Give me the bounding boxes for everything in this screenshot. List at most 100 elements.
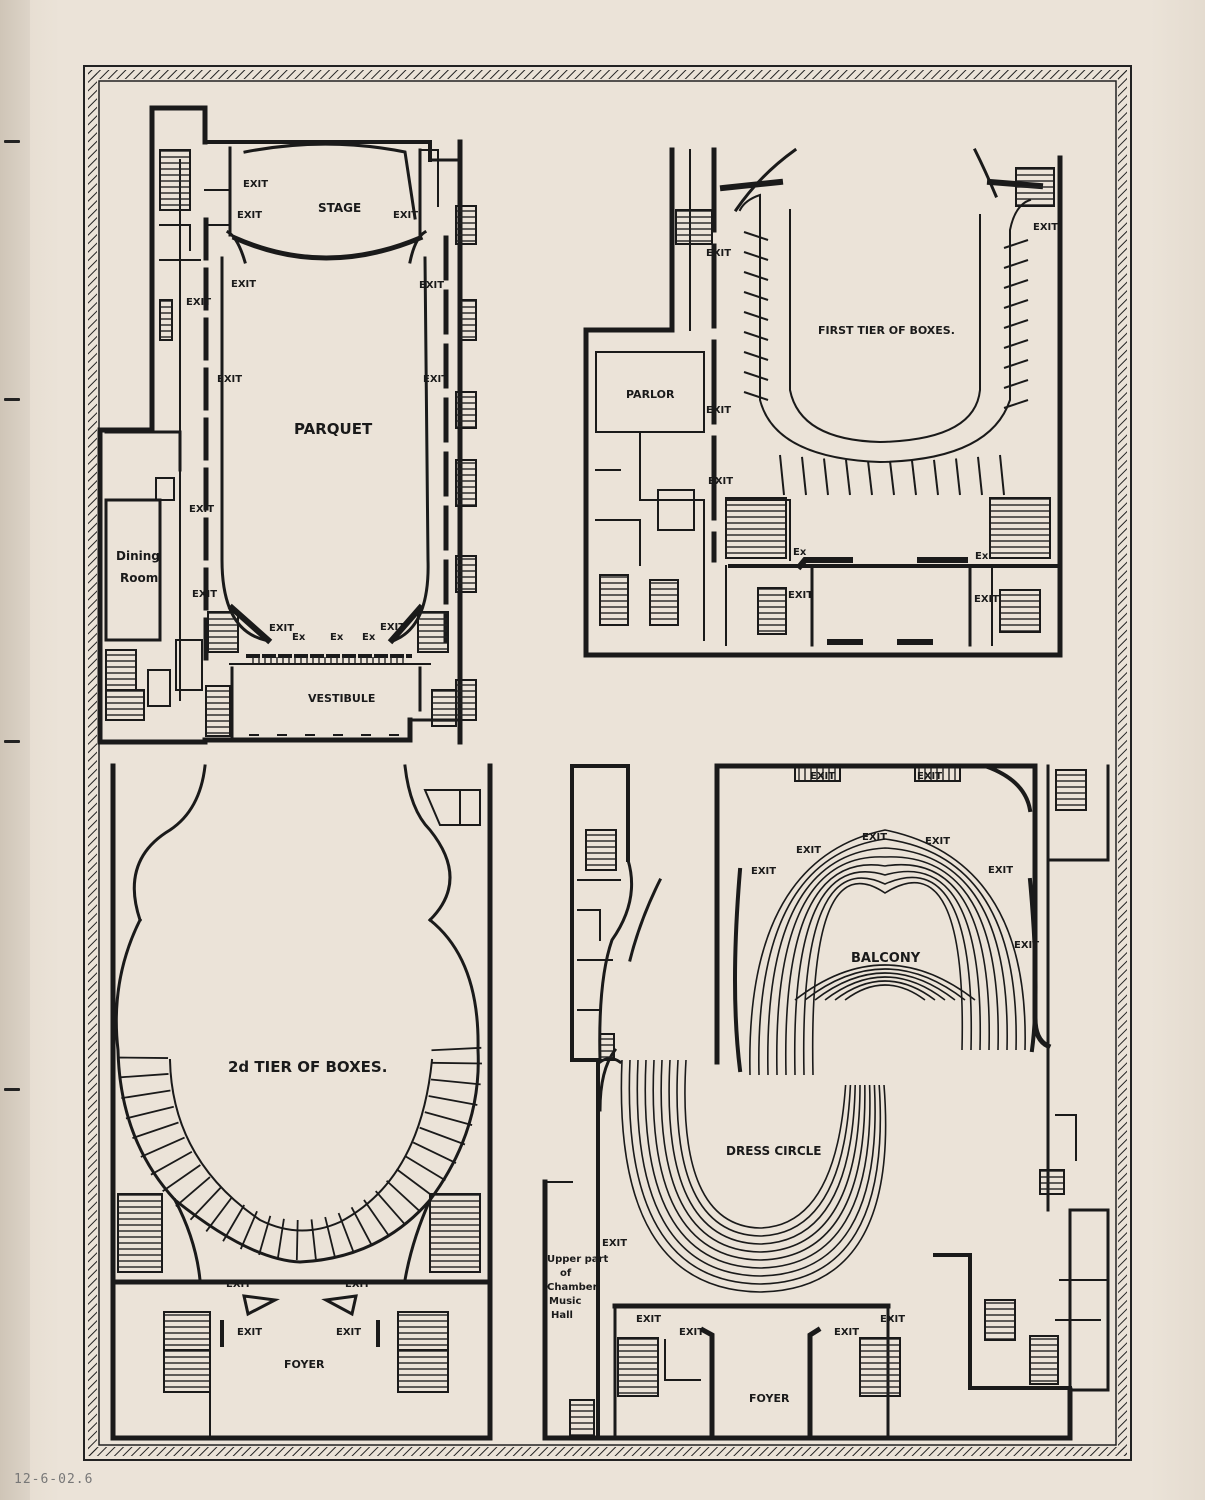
label-exit: EXIT bbox=[602, 1238, 627, 1249]
label-ex: Ex bbox=[330, 632, 344, 643]
label-ex: Ex bbox=[793, 547, 807, 558]
box-partition bbox=[404, 1155, 446, 1182]
staple-mark bbox=[4, 1088, 20, 1091]
box-partition bbox=[779, 454, 785, 496]
label-exit: EXIT bbox=[269, 623, 294, 634]
label-dining-1: Dining bbox=[116, 549, 160, 563]
balcony-row bbox=[749, 829, 1026, 1076]
label-exit: EXIT bbox=[708, 476, 733, 487]
box-partition bbox=[1003, 399, 1029, 409]
box-partition bbox=[140, 1136, 185, 1158]
box-partitions-tier2 bbox=[118, 1046, 482, 1260]
label-exit: EXIT bbox=[380, 622, 405, 633]
dress-circle-row bbox=[684, 1059, 847, 1229]
label-exit: EXIT bbox=[880, 1314, 905, 1325]
label-exit: EXIT bbox=[237, 210, 262, 221]
label-exit: EXIT bbox=[1033, 222, 1058, 233]
box-partition bbox=[125, 1105, 174, 1120]
box-partition bbox=[743, 251, 769, 261]
plan-first-tier-labels: FIRST TIER OF BOXES. PARLOR EXIT EXIT EX… bbox=[626, 222, 1058, 605]
label-stage: STAGE bbox=[318, 201, 361, 215]
box-partitions-tier1 bbox=[743, 231, 1029, 496]
dress-circle-row bbox=[628, 1059, 882, 1285]
box-partition bbox=[1003, 379, 1029, 389]
label-exit: EXIT bbox=[917, 771, 942, 782]
box-partition bbox=[889, 460, 895, 496]
label-ex: Ex bbox=[975, 551, 989, 562]
label-first-tier: FIRST TIER OF BOXES. bbox=[818, 324, 955, 337]
balcony-row bbox=[814, 972, 956, 1001]
label-exit: EXIT bbox=[192, 589, 217, 600]
label-chamber-1: Upper part bbox=[547, 1254, 608, 1265]
box-partition bbox=[189, 1187, 222, 1221]
box-partition bbox=[1003, 279, 1029, 289]
box-partition bbox=[375, 1190, 406, 1225]
balcony-row bbox=[834, 980, 936, 1001]
label-ex: Ex bbox=[362, 632, 376, 643]
label-chamber-3: Chamber bbox=[547, 1282, 598, 1293]
label-chamber-2: of bbox=[560, 1268, 572, 1279]
box-partition bbox=[743, 391, 769, 401]
box-partition bbox=[743, 331, 769, 341]
dress-circle-row bbox=[676, 1059, 852, 1237]
label-exit: EXIT bbox=[345, 1279, 370, 1290]
box-partition bbox=[239, 1210, 258, 1250]
box-partition bbox=[350, 1206, 372, 1245]
label-parquet: PARQUET bbox=[294, 420, 373, 438]
box-partition bbox=[205, 1196, 233, 1232]
box-partition bbox=[845, 459, 851, 496]
label-exit: EXIT bbox=[679, 1327, 704, 1338]
label-dress-circle: DRESS CIRCLE bbox=[726, 1144, 821, 1158]
balcony-row bbox=[776, 856, 999, 1076]
label-exit: EXIT bbox=[834, 1327, 859, 1338]
balcony-row bbox=[784, 863, 990, 1076]
box-partition bbox=[175, 1176, 211, 1207]
box-partition bbox=[430, 1078, 481, 1086]
staple-mark bbox=[4, 398, 20, 401]
box-partition bbox=[162, 1164, 201, 1192]
box-partition bbox=[150, 1150, 193, 1176]
dress-circle-row bbox=[660, 1059, 861, 1253]
label-exit: EXIT bbox=[423, 374, 448, 385]
label-foyer: FOYER bbox=[284, 1358, 325, 1371]
box-partition bbox=[276, 1218, 285, 1259]
label-foyer: FOYER bbox=[749, 1392, 790, 1405]
label-vestibule: VESTIBULE bbox=[308, 692, 375, 705]
pencil-note: 12-6-02.6 bbox=[14, 1472, 94, 1487]
dress-circle-row bbox=[636, 1059, 876, 1277]
box-partition bbox=[419, 1126, 466, 1146]
label-exit: EXIT bbox=[217, 374, 242, 385]
box-partition bbox=[132, 1121, 179, 1139]
box-partition bbox=[295, 1219, 299, 1260]
box-partition bbox=[977, 456, 983, 496]
plan-balcony bbox=[542, 763, 1110, 1441]
dress-circle-row bbox=[644, 1059, 871, 1269]
label-parlor: PARLOR bbox=[626, 388, 675, 401]
box-partition bbox=[743, 311, 769, 321]
balcony-row bbox=[824, 976, 946, 1001]
label-exit: EXIT bbox=[186, 297, 211, 308]
label-exit: EXIT bbox=[1014, 940, 1039, 951]
box-partition bbox=[118, 1073, 169, 1079]
plan-first-tier bbox=[583, 147, 1063, 658]
box-partition bbox=[1003, 339, 1029, 349]
label-exit: EXIT bbox=[393, 210, 418, 221]
box-partition bbox=[823, 458, 829, 496]
label-exit: EXIT bbox=[189, 504, 214, 515]
label-exit: EXIT bbox=[862, 832, 887, 843]
box-partition bbox=[743, 291, 769, 301]
box-partition bbox=[1003, 259, 1029, 269]
dress-circle-row bbox=[652, 1059, 866, 1261]
balcony-row bbox=[758, 838, 1017, 1076]
label-chamber-5: Hall bbox=[551, 1310, 573, 1321]
box-partition bbox=[324, 1216, 336, 1257]
box-partition bbox=[933, 459, 939, 496]
balcony-row bbox=[811, 882, 964, 1076]
box-partition bbox=[428, 1095, 478, 1106]
binding-edge bbox=[0, 0, 30, 1500]
box-partition bbox=[801, 456, 807, 496]
plan-parquet bbox=[97, 105, 477, 745]
box-partition bbox=[1003, 239, 1029, 249]
label-chamber-4: Music bbox=[549, 1296, 581, 1307]
box-partition bbox=[911, 460, 917, 496]
